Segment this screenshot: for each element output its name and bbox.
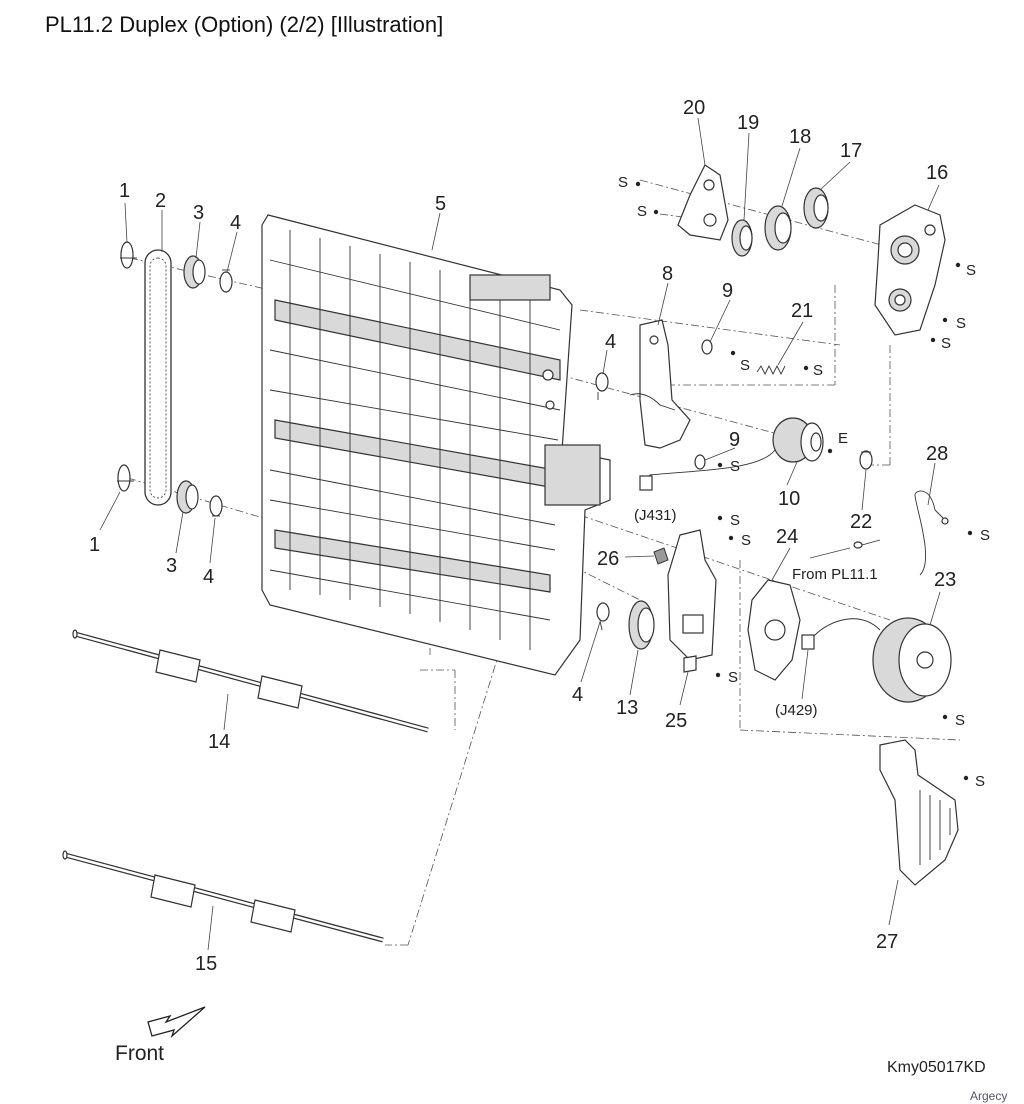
callout-5: 5 <box>435 193 446 215</box>
bearing-22 <box>859 450 873 470</box>
reference-label: From PL11.1 <box>792 566 878 583</box>
callout-13: 13 <box>616 697 638 719</box>
screw-label: S <box>637 203 647 220</box>
callout-24: 24 <box>776 526 798 548</box>
callout-numbers: 1 2 3 4 5 1 3 4 4 8 9 21 9 10 22 28 20 1… <box>89 97 956 975</box>
screw-label: S <box>966 262 976 279</box>
watermark: Argecy <box>970 1089 1007 1103</box>
bearing-4-mid <box>595 372 609 400</box>
front-label: Front <box>115 1042 164 1065</box>
harness-28 <box>853 490 949 576</box>
callout-23: 23 <box>934 569 956 591</box>
callout-18: 18 <box>789 126 811 148</box>
motor-23 <box>801 617 952 703</box>
bearing-4-lower <box>596 602 610 631</box>
callout-20: 20 <box>683 97 705 119</box>
screw-label: S <box>955 712 965 729</box>
screw-label: S <box>618 174 628 191</box>
assembly-guide-lines <box>127 179 961 946</box>
connector-label-j431: (J431) <box>634 507 677 524</box>
callout-14: 14 <box>208 731 230 753</box>
e-label: E <box>838 430 848 447</box>
bearing-top <box>219 269 233 293</box>
callout-22: 22 <box>850 511 872 533</box>
screw-label: S <box>730 512 740 529</box>
screw-label: S <box>740 357 750 374</box>
duplex-frame <box>261 214 611 676</box>
bracket-8 <box>629 319 691 449</box>
callout-4: 4 <box>572 684 583 706</box>
callout-1: 1 <box>89 534 100 556</box>
bracket-bottom <box>117 464 134 492</box>
sensor-26 <box>653 547 669 565</box>
document-code: Kmy05017KD <box>887 1059 986 1076</box>
cover-27 <box>879 739 959 886</box>
callout-25: 25 <box>665 710 687 732</box>
bracket-top <box>120 241 137 269</box>
screw-label: S <box>980 527 990 544</box>
motor-bracket-24 <box>747 579 801 681</box>
callout-9: 9 <box>729 429 740 451</box>
callout-16: 16 <box>926 162 948 184</box>
connector-label-j429: (J429) <box>775 702 818 719</box>
pulley-bottom <box>176 480 199 514</box>
gear-plate-20 <box>677 164 729 241</box>
roller-shaft-14 <box>72 629 429 733</box>
callout-8: 8 <box>662 263 673 285</box>
callout-4: 4 <box>230 212 241 234</box>
screw-label: S <box>728 669 738 686</box>
clutch-10 <box>639 417 824 491</box>
leader-lines <box>99 117 941 951</box>
spring-21 <box>756 364 786 376</box>
callout-3: 3 <box>166 555 177 577</box>
page-title: PL11.2 Duplex (Option) (2/2) [Illustrati… <box>45 12 444 37</box>
callout-2: 2 <box>155 190 166 212</box>
gear-17 <box>803 187 829 229</box>
gearbox-16 <box>874 204 946 336</box>
callout-27: 27 <box>876 931 898 953</box>
screw-label: S <box>975 773 985 790</box>
drive-belt <box>144 249 172 506</box>
screw-label: S <box>730 458 740 475</box>
gear-13 <box>628 600 655 650</box>
callout-4: 4 <box>605 331 616 353</box>
washer-9-bottom <box>694 454 706 470</box>
roller-shaft-15 <box>62 850 384 943</box>
screw-label: S <box>941 335 951 352</box>
screw-label: S <box>956 315 966 332</box>
callout-28: 28 <box>926 443 948 465</box>
screw-markers <box>635 181 973 781</box>
callout-15: 15 <box>195 953 217 975</box>
callout-10: 10 <box>778 488 800 510</box>
gear-19 <box>731 219 753 257</box>
washer-9-top <box>701 339 713 355</box>
screw-label: S <box>813 362 823 379</box>
callout-1: 1 <box>119 180 130 202</box>
pulley-top <box>183 255 206 289</box>
bracket-25 <box>667 529 717 673</box>
callout-3: 3 <box>193 202 204 224</box>
callout-19: 19 <box>737 112 759 134</box>
gear-18 <box>764 205 792 251</box>
callout-21: 21 <box>791 300 813 322</box>
front-arrow-icon <box>147 1006 206 1039</box>
screw-label: S <box>741 532 751 549</box>
callout-17: 17 <box>840 140 862 162</box>
bearing-bottom <box>209 495 223 517</box>
callout-26: 26 <box>597 548 619 570</box>
callout-4: 4 <box>203 566 214 588</box>
callout-9: 9 <box>722 280 733 302</box>
screw-labels: S S S S S S S S E S S S S S S <box>618 174 990 790</box>
